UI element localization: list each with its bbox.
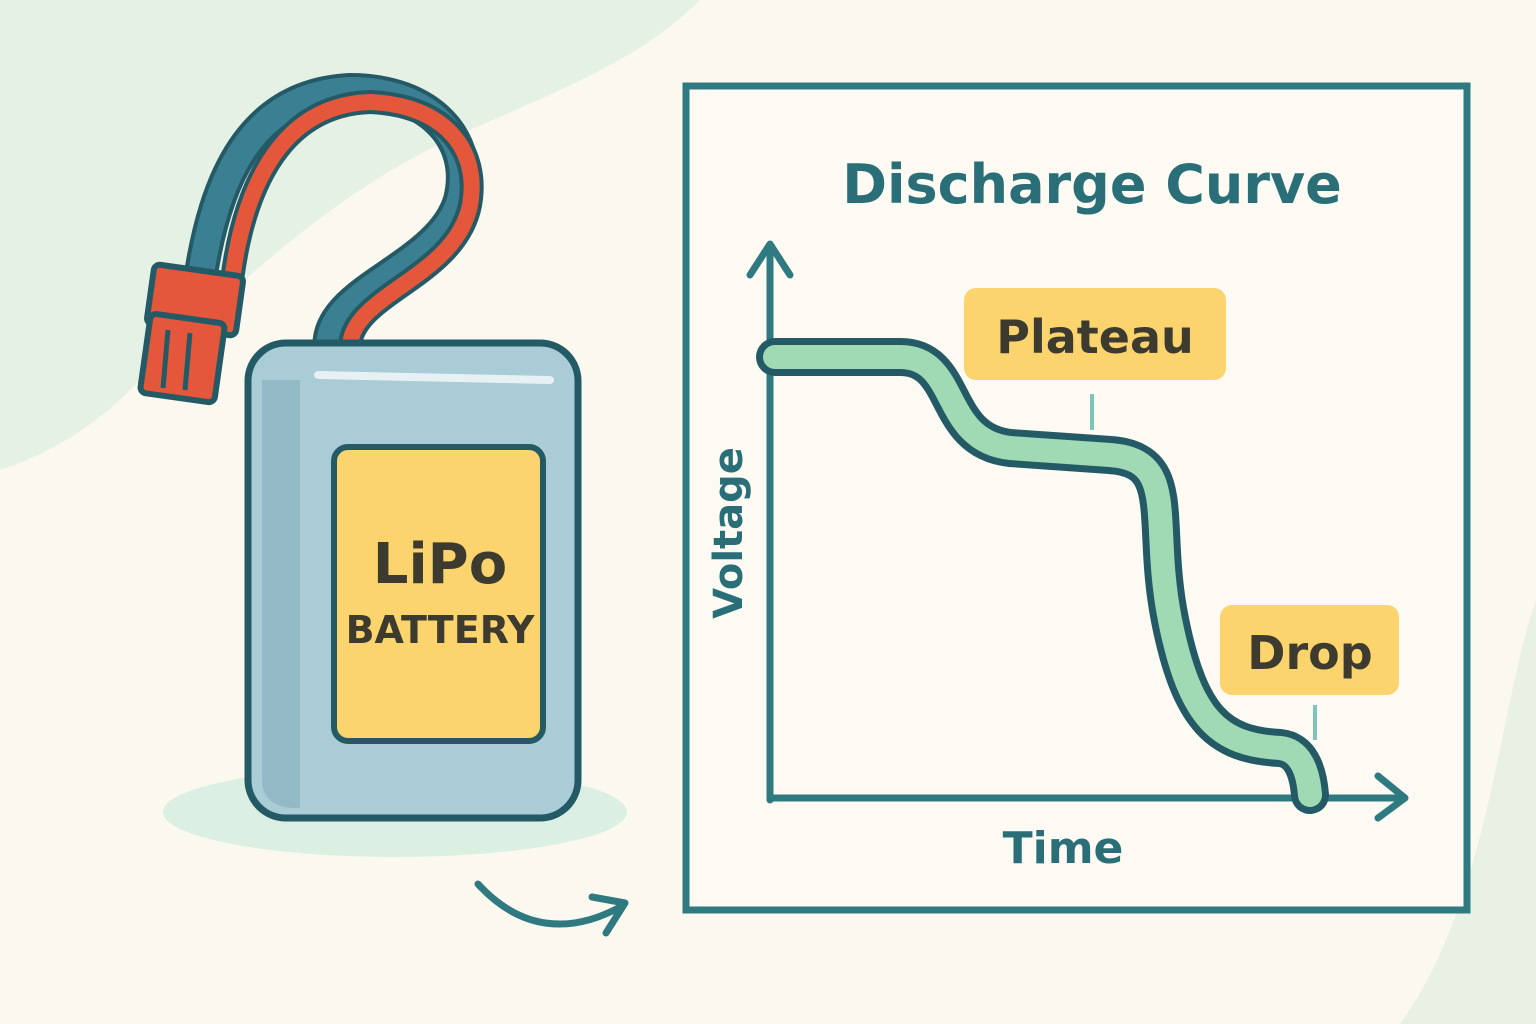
y-axis-label: Voltage: [706, 447, 752, 619]
battery-wires: [183, 72, 484, 369]
drop-annotation: Drop: [1220, 605, 1399, 740]
plateau-label: Plateau: [996, 310, 1194, 364]
connector-plug: [137, 261, 246, 406]
chart-title: Discharge Curve: [842, 153, 1342, 216]
x-axis-label: Time: [1003, 823, 1124, 874]
y-axis-arrowhead: [746, 240, 794, 279]
discharge-curve: [756, 338, 1329, 814]
chart-frame: [682, 82, 1471, 914]
flow-arrow: [474, 880, 629, 937]
x-axis-arrowhead: [1374, 772, 1409, 822]
battery-label-line1: LiPo: [373, 532, 507, 597]
battery-label: LiPo BATTERY: [331, 444, 546, 744]
battery-label-line2: BATTERY: [346, 608, 535, 652]
drop-label: Drop: [1247, 626, 1372, 680]
plateau-annotation: Plateau: [964, 288, 1226, 430]
